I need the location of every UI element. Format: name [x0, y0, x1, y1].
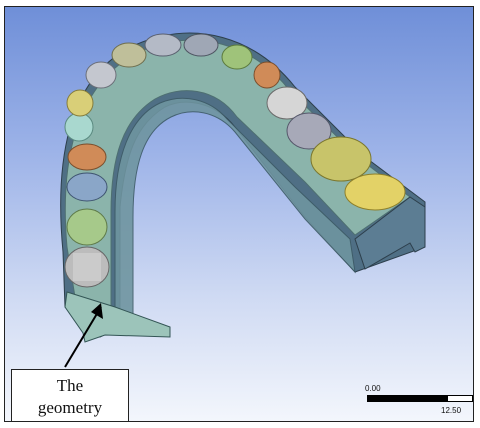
pointer-arrow-head [91, 303, 103, 319]
arch-left-end [64, 291, 171, 343]
tooth [221, 44, 253, 70]
tooth-stripes [73, 253, 101, 281]
arch-right-end [354, 196, 426, 270]
arch-inner-channel [114, 97, 356, 327]
tooth [266, 86, 308, 120]
tooth [183, 33, 219, 57]
tooth [66, 172, 108, 202]
tooth [66, 208, 108, 246]
dental-arch-model[interactable] [5, 7, 474, 422]
scale-bar-empty [447, 395, 473, 402]
tooth [144, 33, 182, 57]
tooth [64, 112, 94, 142]
tooth [111, 42, 147, 68]
caption-line-2: geometry [37, 398, 103, 417]
scale-bar: 0.00 12.50 [365, 384, 473, 421]
tooth [253, 61, 281, 89]
tooth [310, 136, 372, 182]
tooth [85, 61, 117, 89]
tooth [286, 112, 332, 150]
tooth [66, 89, 94, 117]
tooth [344, 173, 406, 211]
caption-box: The geometry [11, 369, 129, 421]
graphics-frame: The geometry 0.00 12.50 [4, 6, 474, 422]
pointer-arrow-shaft [64, 306, 102, 368]
caption-line-1: The [56, 376, 84, 395]
teeth-group[interactable] [64, 33, 406, 288]
scale-end-label: 12.50 [441, 406, 462, 415]
scale-bar-filled [367, 395, 447, 402]
tooth [67, 143, 107, 171]
scale-start-label: 0.00 [365, 384, 381, 393]
3d-viewport[interactable] [5, 7, 473, 421]
